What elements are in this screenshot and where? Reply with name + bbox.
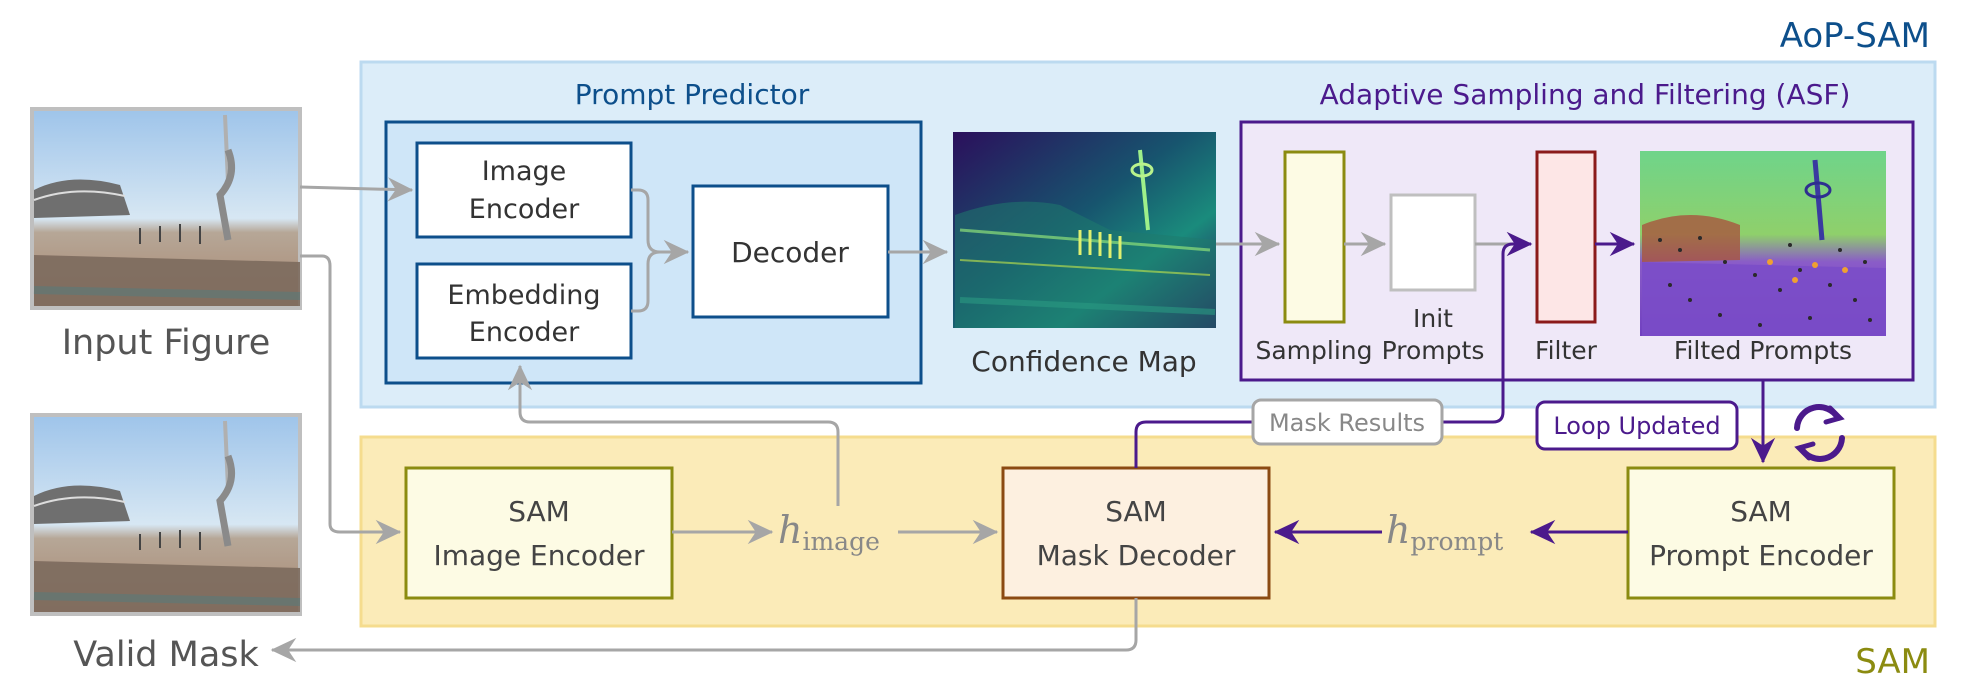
aop-sam-label: AoP-SAM bbox=[1780, 16, 1930, 56]
sam-prompt-encoder-line1: SAM bbox=[1730, 495, 1792, 528]
filter-label: Filter bbox=[1535, 336, 1598, 365]
sam-mask-decoder-line2: Mask Decoder bbox=[1037, 539, 1236, 572]
arrow-h-image-to-embedding-encoder bbox=[507, 364, 840, 506]
loop-updated-tag bbox=[1535, 400, 1739, 451]
valid-mask-photo bbox=[30, 413, 302, 616]
filter-box bbox=[1535, 150, 1597, 324]
mask-results-tag bbox=[1251, 398, 1444, 446]
h-image-symbol: h bbox=[778, 508, 802, 552]
sam-mask-decoder-box bbox=[1001, 466, 1271, 600]
sam-mask-decoder-line1: SAM bbox=[1105, 495, 1167, 528]
asf-title: Adaptive Sampling and Filtering (ASF) bbox=[1320, 78, 1851, 111]
sam-image-encoder-line2: Image Encoder bbox=[433, 539, 645, 572]
confidence-map-heatmap bbox=[953, 132, 1216, 328]
valid-mask-label: Valid Mask bbox=[73, 635, 259, 675]
h-prompt-label: hprompt bbox=[1386, 508, 1503, 556]
decoder-box bbox=[691, 184, 890, 319]
sampling-box bbox=[1283, 150, 1346, 324]
filted-prompts-label: Filted Prompts bbox=[1674, 336, 1852, 365]
init-prompts-box bbox=[1389, 193, 1477, 292]
sam-label: SAM bbox=[1855, 642, 1930, 682]
input-figure-label: Input Figure bbox=[62, 323, 271, 363]
prompt-predictor-title: Prompt Predictor bbox=[575, 78, 810, 111]
h-prompt-subscript: prompt bbox=[1410, 527, 1503, 556]
loop-updated-label: Loop Updated bbox=[1553, 412, 1720, 440]
h-image-subscript: image bbox=[802, 527, 879, 556]
image-encoder-line2: Encoder bbox=[469, 194, 580, 225]
connector-embedding-encoder bbox=[631, 250, 661, 313]
sam-image-encoder-box bbox=[404, 466, 674, 600]
sam-image-encoder-line1: SAM bbox=[508, 495, 570, 528]
loop-icon bbox=[1794, 404, 1845, 462]
connector-image-encoder bbox=[631, 188, 661, 254]
init-prompts-line1: Init bbox=[1413, 304, 1453, 333]
embedding-encoder-line2: Encoder bbox=[469, 317, 580, 348]
confidence-map-label: Confidence Map bbox=[971, 345, 1196, 378]
mask-results-label: Mask Results bbox=[1269, 409, 1425, 437]
init-prompts-line2: Prompts bbox=[1382, 336, 1485, 365]
arrow-mask-decoder-to-valid-mask bbox=[270, 598, 1138, 663]
sampling-label: Sampling bbox=[1255, 336, 1372, 365]
sam-prompt-encoder-box bbox=[1626, 466, 1896, 600]
sam-prompt-encoder-line2: Prompt Encoder bbox=[1649, 539, 1873, 572]
arrow-input-to-sam-image-encoder bbox=[300, 254, 402, 545]
arrow-input-to-image-encoder bbox=[299, 177, 414, 202]
h-prompt-symbol: h bbox=[1386, 508, 1410, 552]
input-photo bbox=[30, 107, 302, 310]
decoder-label: Decoder bbox=[731, 236, 849, 269]
embedding-encoder-box bbox=[415, 262, 633, 360]
embedding-encoder-line1: Embedding bbox=[447, 280, 600, 311]
image-encoder-line1: Image bbox=[482, 156, 567, 187]
filted-prompts-overlay bbox=[1640, 151, 1886, 336]
h-image-label: himage bbox=[778, 508, 880, 556]
arrow-mask-results-to-filter bbox=[1134, 231, 1533, 468]
